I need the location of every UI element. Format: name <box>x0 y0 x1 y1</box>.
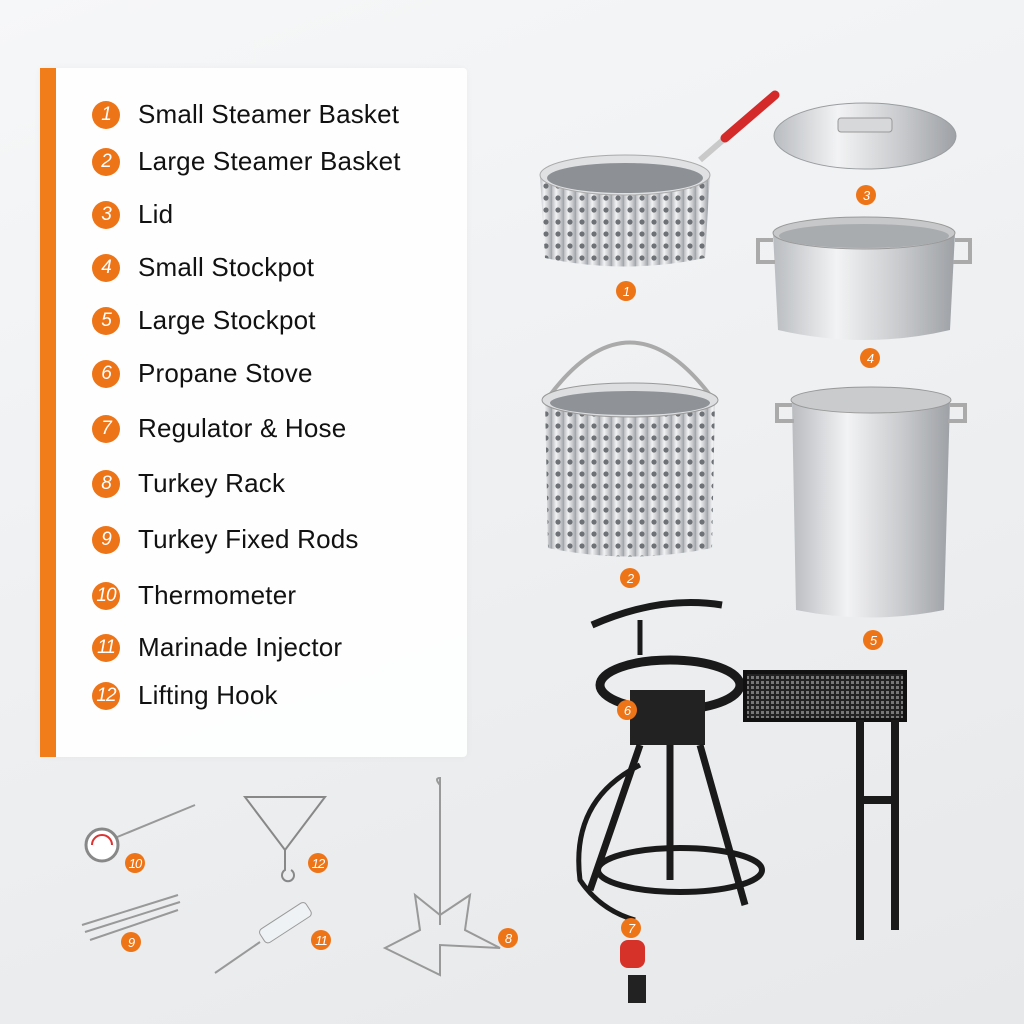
thermometer-image <box>84 804 196 863</box>
item-number-badge: 4 <box>92 253 120 282</box>
propane-stove-image <box>576 599 907 1003</box>
item-label: Lid <box>138 199 174 229</box>
list-item: 3 Lid <box>92 199 173 230</box>
turkey-fixed-rods-image <box>81 894 181 941</box>
list-item: 2 Large Steamer Basket <box>92 146 401 177</box>
item-number-badge: 6 <box>92 359 120 388</box>
item-number-badge: 10 <box>92 581 120 610</box>
large-stockpot-image <box>775 386 967 618</box>
callout-badge-2: 2 <box>620 568 640 588</box>
callout-badge-4: 4 <box>860 348 880 368</box>
callout-badge-12: 12 <box>308 853 328 873</box>
list-item: 12 Lifting Hook <box>92 680 278 711</box>
item-number-badge: 9 <box>92 525 120 554</box>
list-item: 8 Turkey Rack <box>92 468 285 499</box>
item-label: Large Steamer Basket <box>138 146 401 176</box>
item-label: Regulator & Hose <box>138 413 347 443</box>
callout-badge-11: 11 <box>311 930 331 950</box>
callout-badge-3: 3 <box>856 185 876 205</box>
item-label: Marinade Injector <box>138 632 343 662</box>
callout-badge-1: 1 <box>616 281 636 301</box>
item-label: Turkey Rack <box>138 468 286 498</box>
large-steamer-basket-image <box>541 340 719 557</box>
item-label: Small Steamer Basket <box>138 99 400 129</box>
item-number-badge: 12 <box>92 681 120 710</box>
item-number-badge: 2 <box>92 147 120 176</box>
item-number-badge: 3 <box>92 200 120 229</box>
callout-badge-8: 8 <box>498 928 518 948</box>
list-item: 4 Small Stockpot <box>92 252 314 283</box>
accent-bar <box>40 68 56 757</box>
list-item: 6 Propane Stove <box>92 358 313 389</box>
item-number-badge: 11 <box>92 633 120 662</box>
item-number-badge: 7 <box>92 414 120 443</box>
lifting-hook-image <box>242 796 328 883</box>
callout-badge-7: 7 <box>621 918 641 938</box>
item-number-badge: 8 <box>92 469 120 498</box>
list-item: 1 Small Steamer Basket <box>92 99 399 130</box>
list-item: 9 Turkey Fixed Rods <box>92 524 359 555</box>
marinade-injector-image <box>214 902 312 974</box>
callout-badge-9: 9 <box>121 932 141 952</box>
item-number-badge: 1 <box>92 100 120 129</box>
small-steamer-basket-image <box>539 90 780 267</box>
item-label: Thermometer <box>138 580 297 610</box>
callout-badge-6: 6 <box>617 700 637 720</box>
item-number-badge: 5 <box>92 306 120 335</box>
item-label: Small Stockpot <box>138 252 315 282</box>
callout-badge-10: 10 <box>125 853 145 873</box>
item-label: Propane Stove <box>138 358 313 388</box>
turkey-rack-image <box>382 776 501 977</box>
small-stockpot-image <box>756 216 972 340</box>
item-label: Large Stockpot <box>138 305 316 335</box>
item-label: Turkey Fixed Rods <box>138 524 359 554</box>
list-item: 5 Large Stockpot <box>92 305 316 336</box>
list-item: 10 Thermometer <box>92 580 296 611</box>
lid-image <box>773 102 957 170</box>
item-label: Lifting Hook <box>138 680 278 710</box>
list-item: 7 Regulator & Hose <box>92 413 346 444</box>
callout-badge-5: 5 <box>863 630 883 650</box>
list-item: 11 Marinade Injector <box>92 632 342 663</box>
